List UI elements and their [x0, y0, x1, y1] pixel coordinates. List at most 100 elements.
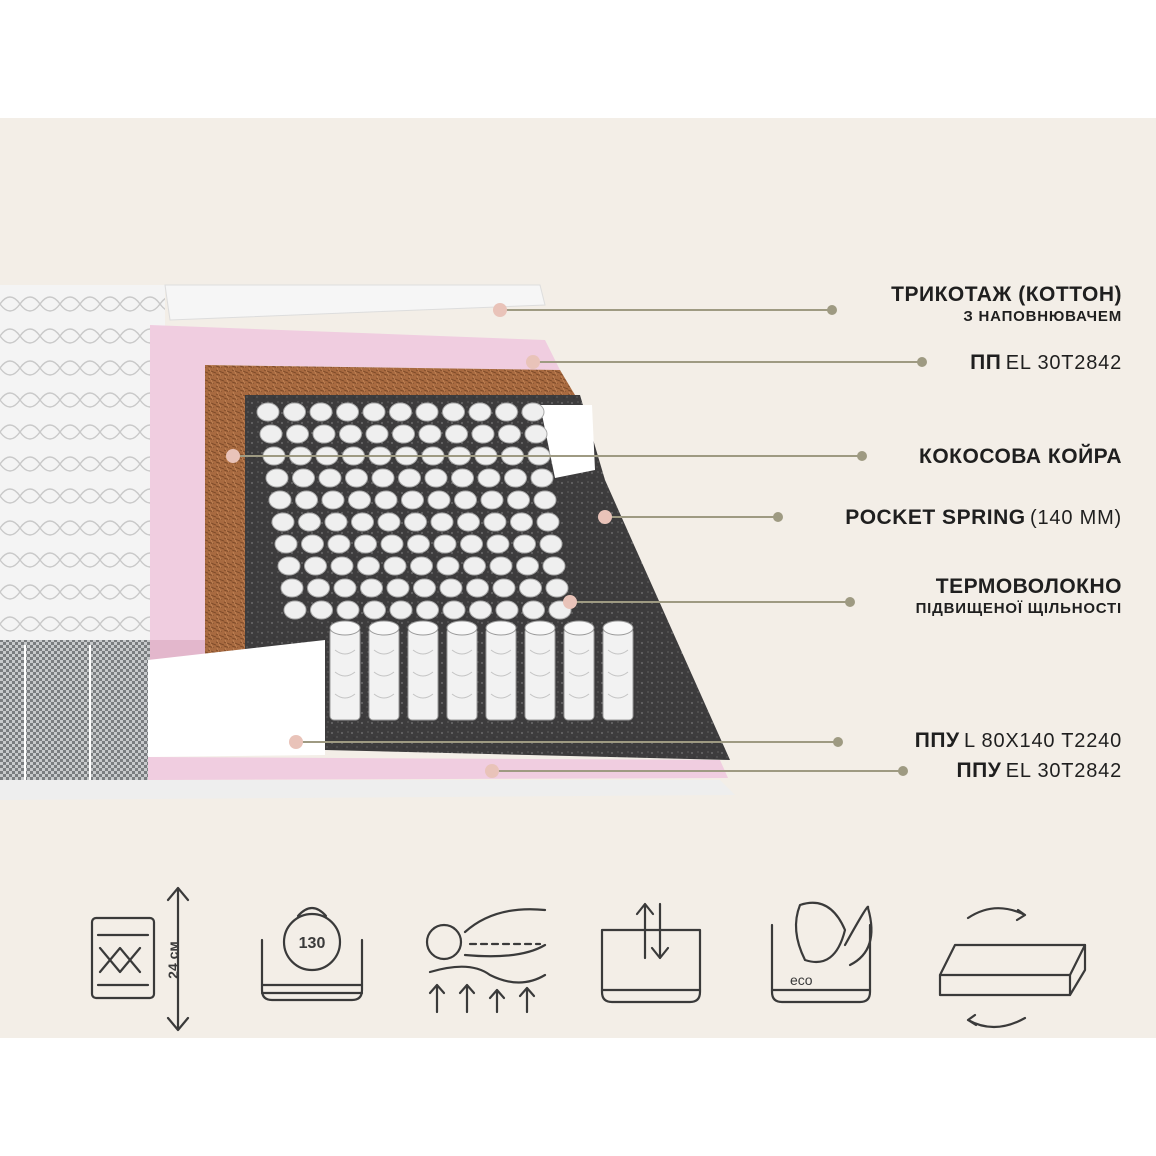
spring-top [407, 534, 430, 554]
spring-top [530, 468, 554, 488]
spring-seam [529, 693, 551, 699]
spring-top [495, 402, 518, 422]
spring-seam [529, 649, 551, 655]
spring-top [374, 490, 398, 510]
breathable-airflow-icon [600, 902, 702, 1004]
spring-top [533, 490, 557, 510]
spring-top [354, 534, 377, 554]
spring-top [507, 490, 530, 510]
spring-top [360, 578, 383, 598]
spring-top [451, 468, 474, 488]
spring-top [389, 402, 412, 422]
spring-top [477, 468, 501, 488]
spring-top [445, 424, 468, 444]
spring-seam [607, 671, 629, 677]
spring-top [363, 600, 386, 620]
spring-top [504, 468, 527, 488]
spring-top [271, 512, 295, 532]
spring-top [280, 578, 304, 598]
spring-top [522, 600, 545, 620]
spring-top [524, 424, 548, 444]
spring-pocket-top [563, 620, 595, 636]
spring-seam [451, 671, 473, 677]
weight-value-text: 130 [299, 935, 326, 952]
spring-seam [529, 671, 551, 677]
spring-top [274, 534, 298, 554]
spring-top [521, 402, 545, 422]
spring-top [256, 402, 280, 422]
spring-top [327, 534, 351, 554]
spring-top [301, 534, 324, 554]
spring-top [463, 556, 486, 576]
spring-top [516, 556, 539, 576]
spring-top [489, 556, 513, 576]
spring-top [380, 534, 404, 554]
spring-top [545, 578, 569, 598]
spring-top [513, 534, 536, 554]
spring-top [442, 402, 465, 422]
spring-top [310, 600, 333, 620]
eco-text: eco [790, 972, 813, 988]
spring-top [442, 600, 466, 620]
spring-seam [373, 649, 395, 655]
spring-top [365, 424, 389, 444]
spring-pocket-top [329, 620, 361, 636]
spring-top [415, 402, 439, 422]
spring-top [398, 468, 421, 488]
spring-top [457, 512, 480, 532]
spring-top [436, 556, 460, 576]
spring-top [318, 468, 342, 488]
spring-top [439, 578, 463, 598]
layer-label-pp: ПП EL 30T2842 [970, 351, 1122, 374]
spring-seam [412, 671, 434, 677]
spring-top [413, 578, 436, 598]
spring-seam [373, 693, 395, 699]
pocket-springs-grid [256, 402, 634, 721]
spring-pocket-top [524, 620, 556, 636]
spring-top [292, 468, 315, 488]
spring-top [357, 556, 380, 576]
layer-label-coconut: КОКОСОВА КОЙРА [919, 445, 1122, 468]
spring-top [410, 556, 433, 576]
spring-top [427, 490, 451, 510]
spring-top [430, 512, 454, 532]
layer-label-thermofiber: ТЕРМОВОЛОКНО ПІДВИЩЕНОЇ ЩІЛЬНОСТІ [915, 575, 1122, 617]
spring-top [333, 578, 357, 598]
layer-label-pocket-spring: POCKET SPRING (140 ММ) [845, 506, 1122, 529]
spring-top [418, 424, 442, 444]
spring-pocket-top [446, 620, 478, 636]
spring-top [268, 490, 292, 510]
spring-seam [334, 671, 356, 677]
spring-top [283, 600, 307, 620]
spring-seam [451, 693, 473, 699]
weight-130kg-icon [260, 906, 364, 1002]
spring-top [383, 556, 407, 576]
spring-top [536, 512, 560, 532]
spring-top [386, 578, 410, 598]
spring-top [309, 402, 333, 422]
spring-top [295, 490, 318, 510]
spring-seam [568, 671, 590, 677]
spring-top [492, 578, 516, 598]
spring-top [404, 512, 427, 532]
spring-top [495, 600, 519, 620]
spring-top [469, 600, 492, 620]
layer-label-ppu-1: ППУ L 80X140 T2240 [914, 729, 1122, 752]
spring-top [362, 402, 386, 422]
height-24cm-icon [90, 886, 190, 1032]
spring-seam [490, 693, 512, 699]
spring-top [460, 534, 483, 554]
layer-label-ppu-2: ППУ EL 30T2842 [956, 759, 1122, 782]
orthopedic-support-icon [425, 908, 547, 1014]
spring-top [298, 512, 321, 532]
spring-top [510, 512, 533, 532]
spring-pocket-top [368, 620, 400, 636]
spring-top [486, 534, 510, 554]
spring-seam [412, 649, 434, 655]
spring-top [277, 556, 301, 576]
spring-top [424, 468, 448, 488]
spring-top [283, 402, 306, 422]
spring-top [466, 578, 489, 598]
spring-seam [490, 671, 512, 677]
spring-top [454, 490, 477, 510]
